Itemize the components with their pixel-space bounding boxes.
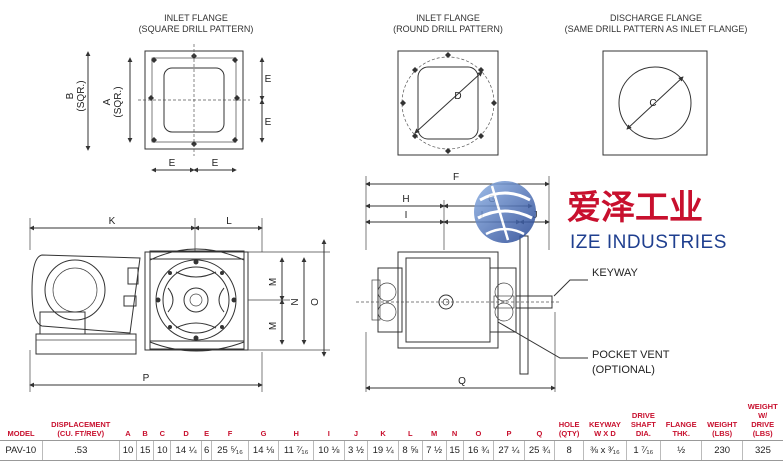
spec-table-column-header: J bbox=[353, 429, 359, 438]
table-cell: 19 ¼ bbox=[367, 440, 399, 461]
dim-label-n: N bbox=[290, 298, 301, 305]
dim-label-i: I bbox=[405, 210, 408, 221]
table-cell: 230 bbox=[701, 440, 743, 461]
spec-table-column-header: WEIGHT(LBS) bbox=[707, 420, 738, 438]
dim-label-o: O bbox=[310, 298, 321, 306]
table-cell: 10 bbox=[118, 440, 137, 461]
spec-table-column-header: B bbox=[142, 429, 148, 438]
table-cell: 1 ⁷⁄₁₆ bbox=[625, 440, 661, 461]
spec-table-column-header: MODEL bbox=[7, 429, 35, 438]
table-cell: 3 ½ bbox=[343, 440, 368, 461]
spec-table-column-header: DISPLACEMENT(CU. FT/REV) bbox=[51, 420, 111, 438]
brand-name-en: IZE INDUSTRIES bbox=[570, 232, 727, 253]
table-cell: 15 bbox=[445, 440, 464, 461]
table-cell: 8 bbox=[554, 440, 584, 461]
view-title: INLET FLANGE bbox=[164, 13, 228, 23]
spec-table-header-row: MODEL DISPLACEMENT(CU. FT/REV) A B C D E F G H I J K… bbox=[0, 402, 783, 441]
table-cell: 8 ⅝ bbox=[397, 440, 423, 461]
spec-table-column-header: D bbox=[183, 429, 189, 438]
drive-side-view: K L bbox=[29, 216, 330, 392]
table-cell: 25 ⁵⁄₁₆ bbox=[211, 440, 249, 461]
spec-table: MODEL DISPLACEMENT(CU. FT/REV) A B C D E F G H I J K… bbox=[0, 402, 783, 461]
table-cell: ½ bbox=[659, 440, 702, 461]
globe-logo bbox=[474, 181, 536, 243]
view-title: DISCHARGE FLANGE bbox=[610, 13, 702, 23]
spec-table-column-header: HOLE(QTY) bbox=[558, 420, 580, 438]
view-title: INLET FLANGE bbox=[416, 13, 480, 23]
spec-table-column-header: C bbox=[159, 429, 165, 438]
dim-label-h: H bbox=[402, 194, 409, 205]
discharge-flange-view: DISCHARGE FLANGE (SAME DRILL PATTERN AS … bbox=[565, 13, 748, 156]
dim-label-k: K bbox=[109, 216, 116, 227]
spec-table-column-header: E bbox=[204, 429, 210, 438]
table-cell: 325 bbox=[741, 440, 783, 461]
table-cell: 14 ⅛ bbox=[247, 440, 279, 461]
dim-label-e: E bbox=[265, 74, 272, 85]
spec-table-column-header: O bbox=[475, 429, 482, 438]
table-cell: 25 ¾ bbox=[523, 440, 555, 461]
dim-label-e: E bbox=[169, 158, 176, 169]
dim-label-f: F bbox=[453, 172, 459, 183]
table-cell: 27 ¼ bbox=[493, 440, 525, 461]
dim-label-m: M bbox=[268, 278, 279, 286]
spec-table-column-header: N bbox=[451, 429, 458, 438]
dim-label-q: Q bbox=[458, 376, 466, 387]
table-cell: 10 bbox=[153, 440, 171, 461]
spec-table-column-header: G bbox=[260, 429, 267, 438]
spec-table-header: MODEL DISPLACEMENT(CU. FT/REV) A B C D E F G H I J K… bbox=[0, 402, 783, 441]
spec-table-column-header: A bbox=[125, 429, 131, 438]
dim-label-b-sub: (SQR.) bbox=[76, 80, 87, 111]
dim-label-b: B bbox=[65, 92, 76, 99]
spec-table-column-header: P bbox=[506, 429, 512, 438]
table-cell: 11 ⁷⁄₁₆ bbox=[278, 440, 314, 461]
dim-label-e: E bbox=[212, 158, 219, 169]
pocket-vent-callout: POCKET VENT bbox=[592, 349, 670, 361]
brand-watermark: 爱泽工业 IZE INDUSTRIES bbox=[474, 181, 727, 253]
spec-table-column-header: M bbox=[431, 429, 438, 438]
table-cell: 6 bbox=[200, 440, 212, 461]
dim-label-l: L bbox=[226, 216, 232, 227]
rotor-front-view: F H G I I J Q bbox=[356, 172, 670, 392]
dim-label-m: M bbox=[268, 322, 279, 330]
view-subtitle: (SQUARE DRILL PATTERN) bbox=[139, 24, 254, 34]
table-cell: 7 ½ bbox=[421, 440, 447, 461]
dim-label-d: D bbox=[454, 91, 461, 102]
inlet-flange-round-view: INLET FLANGE (ROUND DRILL PATTERN) D bbox=[393, 13, 503, 156]
table-cell: ⅜ x ³⁄₁₆ bbox=[583, 440, 627, 461]
dim-label-a: A bbox=[102, 98, 113, 105]
table-cell: 10 ⅛ bbox=[313, 440, 345, 461]
spec-table-column-header: H bbox=[293, 429, 299, 438]
brand-name-cn: 爱泽工业 bbox=[567, 188, 703, 228]
table-cell: 14 ¼ bbox=[170, 440, 202, 461]
view-subtitle: (SAME DRILL PATTERN AS INLET FLANGE) bbox=[565, 24, 748, 34]
dim-label-p: P bbox=[143, 373, 150, 384]
table-cell: .53 bbox=[41, 440, 120, 461]
view-subtitle: (ROUND DRILL PATTERN) bbox=[393, 24, 503, 34]
spec-table-column-header: K bbox=[380, 429, 386, 438]
spec-table-column-header: I bbox=[327, 429, 330, 438]
dim-label-c: C bbox=[649, 98, 656, 109]
spec-table-column-header: Q bbox=[536, 429, 543, 438]
spec-table-column-header: F bbox=[227, 429, 233, 438]
spec-table-column-header: L bbox=[408, 429, 413, 438]
keyway-callout: KEYWAY bbox=[592, 267, 639, 279]
table-cell: 16 ¾ bbox=[462, 440, 494, 461]
dim-label-a-sub: (SQR.) bbox=[113, 86, 124, 117]
dim-label-e: E bbox=[265, 117, 272, 128]
table-cell: PAV-10 bbox=[0, 440, 43, 461]
pocket-vent-sub-callout: (OPTIONAL) bbox=[592, 364, 655, 376]
inlet-flange-square-view: INLET FLANGE (SQUARE DRILL PATTERN) B (S… bbox=[65, 13, 272, 173]
table-cell: 15 bbox=[136, 440, 154, 461]
